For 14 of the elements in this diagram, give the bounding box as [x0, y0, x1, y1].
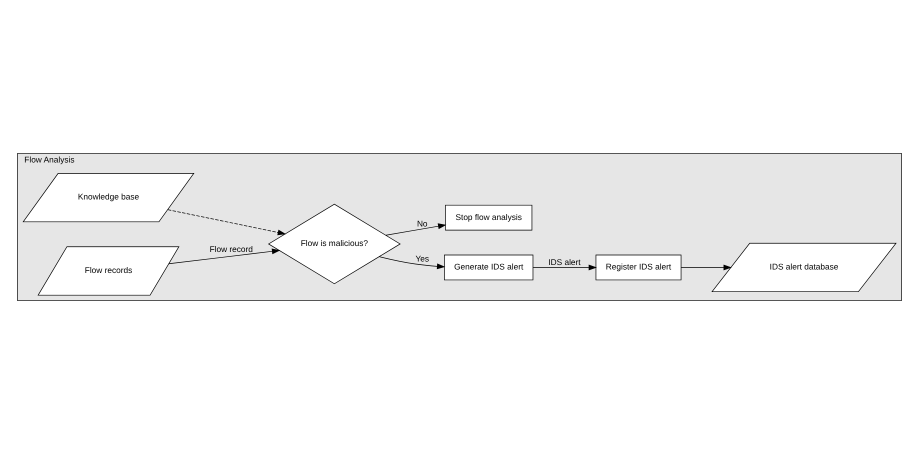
node-box: Generate IDS alert [444, 254, 534, 280]
node-box: Stop flow analysis [445, 204, 532, 230]
edge-label: IDS alert [548, 257, 581, 268]
arrow [532, 264, 597, 270]
arrow [385, 223, 446, 236]
arrow [378, 256, 446, 270]
arrow [168, 248, 280, 264]
arrow [680, 264, 732, 270]
edge-label: Yes [415, 254, 430, 264]
node-diamond: Flow is malicious? [268, 204, 401, 284]
node-box: Register IDS alert [596, 254, 682, 280]
edge-label: Flow record [210, 244, 253, 254]
arrow [168, 209, 286, 236]
edge-label: No [416, 218, 428, 228]
